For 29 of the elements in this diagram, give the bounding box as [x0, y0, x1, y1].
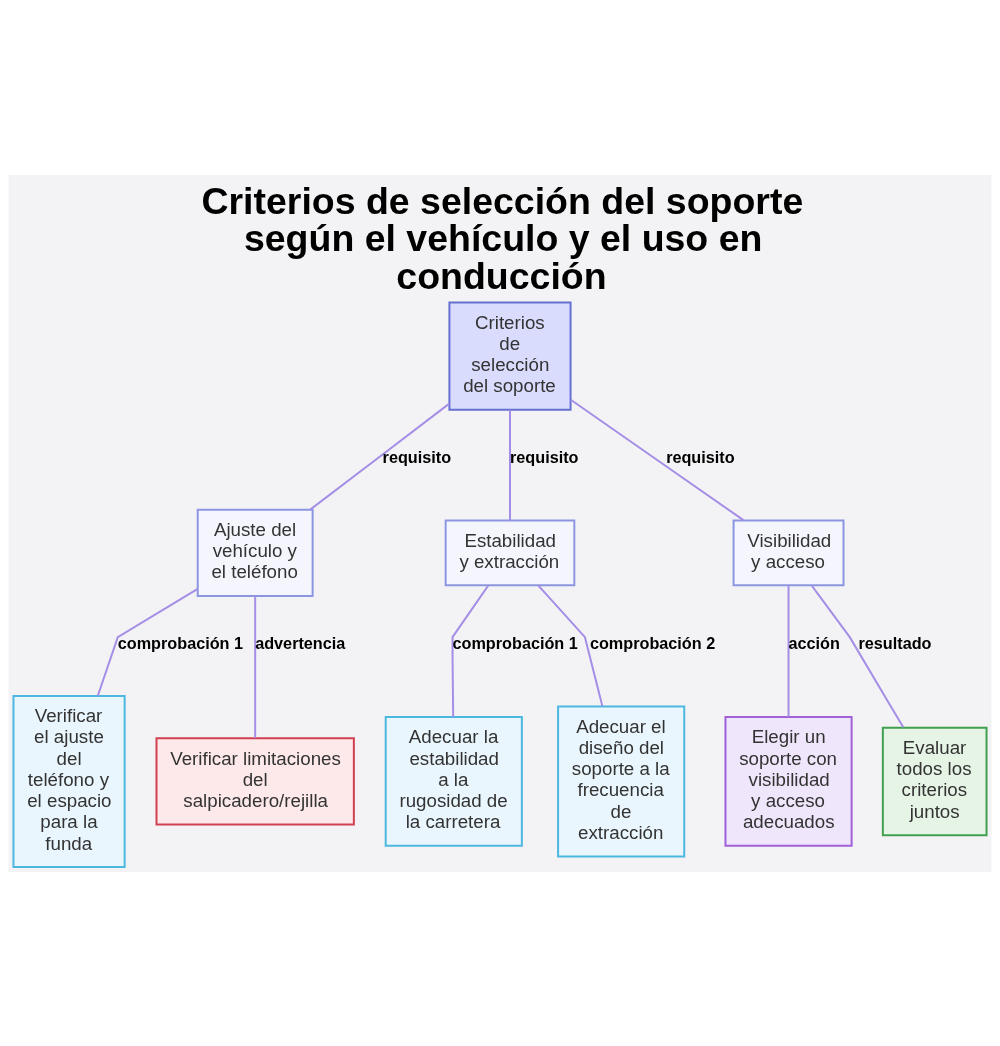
node-box: Verificar limitaciones del salpicadero/rejilla — [155, 736, 355, 826]
edge-label: comprobación 1 — [452, 633, 578, 652]
edge-label: advertencia — [255, 633, 346, 652]
connector — [254, 594, 257, 739]
node-box: Evaluar todos los criterios juntos — [881, 726, 988, 836]
connector — [787, 584, 790, 718]
node-box: Ajuste del vehículo y el teléfono — [196, 508, 314, 597]
node-box: Visibilidad y acceso — [732, 518, 845, 586]
node-box: Criterios de selección del soporte — [448, 300, 572, 411]
connector — [451, 584, 490, 718]
edge-label: comprobación 1 — [117, 633, 244, 652]
edge-label: requisito — [382, 447, 452, 466]
node-box: Estabilidad y extracción — [444, 518, 576, 586]
node-box: Adecuar la estabilidad a la rugosidad de la carretera — [384, 715, 523, 847]
diagram-title: Criterios de selección del soporte según el vehículo y el uso en conducción — [201, 179, 804, 297]
connector — [309, 402, 451, 511]
connector — [569, 398, 745, 521]
node-box: Verificar el ajuste del teléfono y el espacio para la funda — [12, 694, 126, 868]
connector — [96, 587, 199, 697]
node-box: Elegir un soporte con visibilidad y acceso adecuados — [724, 715, 853, 847]
node-box: Adecuar el diseño del soporte a la frecuencia de extracción — [557, 705, 686, 857]
connector — [509, 408, 511, 521]
edge-label: comprobación 2 — [589, 633, 716, 652]
edge-label: resultado — [858, 633, 932, 652]
edge-label: requisito — [509, 447, 579, 466]
edge-label: acción — [788, 633, 840, 652]
edge-label: requisito — [666, 447, 735, 466]
connector — [810, 584, 905, 728]
connector — [537, 584, 604, 707]
